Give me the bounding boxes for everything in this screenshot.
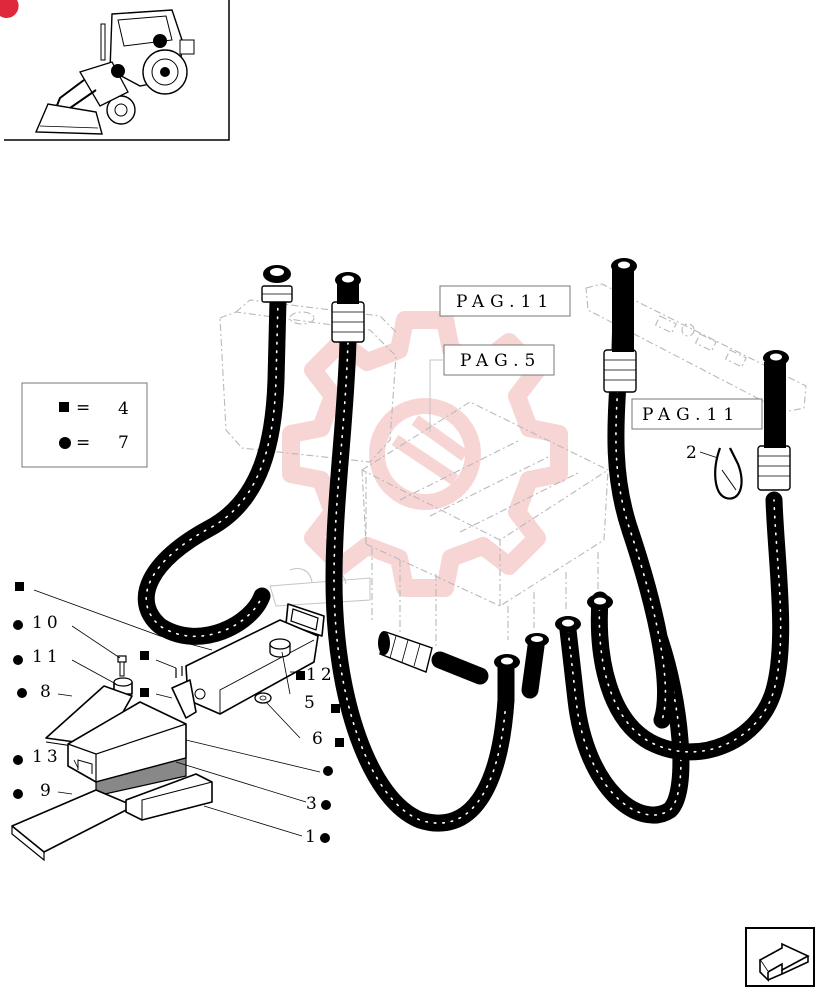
callout-6: 6 (312, 729, 327, 749)
callout-markers (13, 582, 344, 843)
hose-right-inner-u (555, 616, 690, 824)
hose-middle-connector (378, 631, 549, 709)
callout-1: 1 (305, 827, 320, 847)
legend-equals: = (76, 398, 90, 418)
hose-left-loop (137, 265, 293, 645)
hose-long-u (325, 272, 515, 832)
legend-square-value: 4 (118, 399, 129, 419)
callout-9: 9 (40, 781, 55, 801)
watermark-logo (282, 311, 568, 597)
square-marker-icon (59, 402, 69, 412)
callout-5: 5 (304, 693, 319, 713)
callout-12: 12 (306, 665, 336, 685)
thumbnail-badge (0, 0, 19, 18)
callout-2: 2 (686, 443, 701, 463)
callout-labels: 10 11 8 13 9 12 5 6 3 1 2 (32, 443, 701, 847)
nut-part-11 (113, 677, 133, 695)
callout-8: 8 (40, 682, 55, 702)
thumbnail-box (0, 0, 230, 141)
page-ref-label: PAG.11 (642, 405, 740, 425)
circle-marker-icon (59, 437, 71, 449)
strip-part-1 (125, 773, 213, 821)
pad-part-9 (11, 789, 135, 862)
plug-part-5 (269, 638, 291, 658)
washer-part-6 (254, 692, 272, 704)
seal-part-12 (285, 603, 325, 637)
page-ref-pag-11-right[interactable]: PAG.11 (631, 398, 763, 430)
bolt-part-10 (117, 655, 127, 677)
next-page-arrow-icon[interactable] (745, 927, 815, 987)
callout-13: 13 (32, 747, 62, 767)
backhoe-loader-thumbnail (34, 9, 195, 135)
hose-right-short-u (587, 350, 791, 761)
legend-box: = 4 = 7 (21, 382, 148, 468)
page-ref-pag-11-top[interactable]: PAG.11 (439, 285, 571, 317)
callout-10: 10 (32, 613, 62, 633)
page-ref-label: PAG.5 (460, 351, 541, 371)
callout-11: 11 (32, 647, 62, 667)
page-ref-pag-5[interactable]: PAG.5 (429, 344, 555, 432)
block-part-13 (67, 701, 187, 797)
page-ref-label: PAG.11 (456, 292, 554, 312)
ghost-valve-block (269, 401, 609, 646)
legend-circle-value: 7 (118, 433, 129, 453)
ghost-bracket (585, 283, 807, 413)
legend-equals: = (76, 433, 90, 453)
cable-tie-part-2 (699, 447, 743, 500)
clamp-part (171, 666, 197, 719)
callout-3: 3 (306, 794, 321, 814)
hose-right-outer (603, 258, 674, 729)
